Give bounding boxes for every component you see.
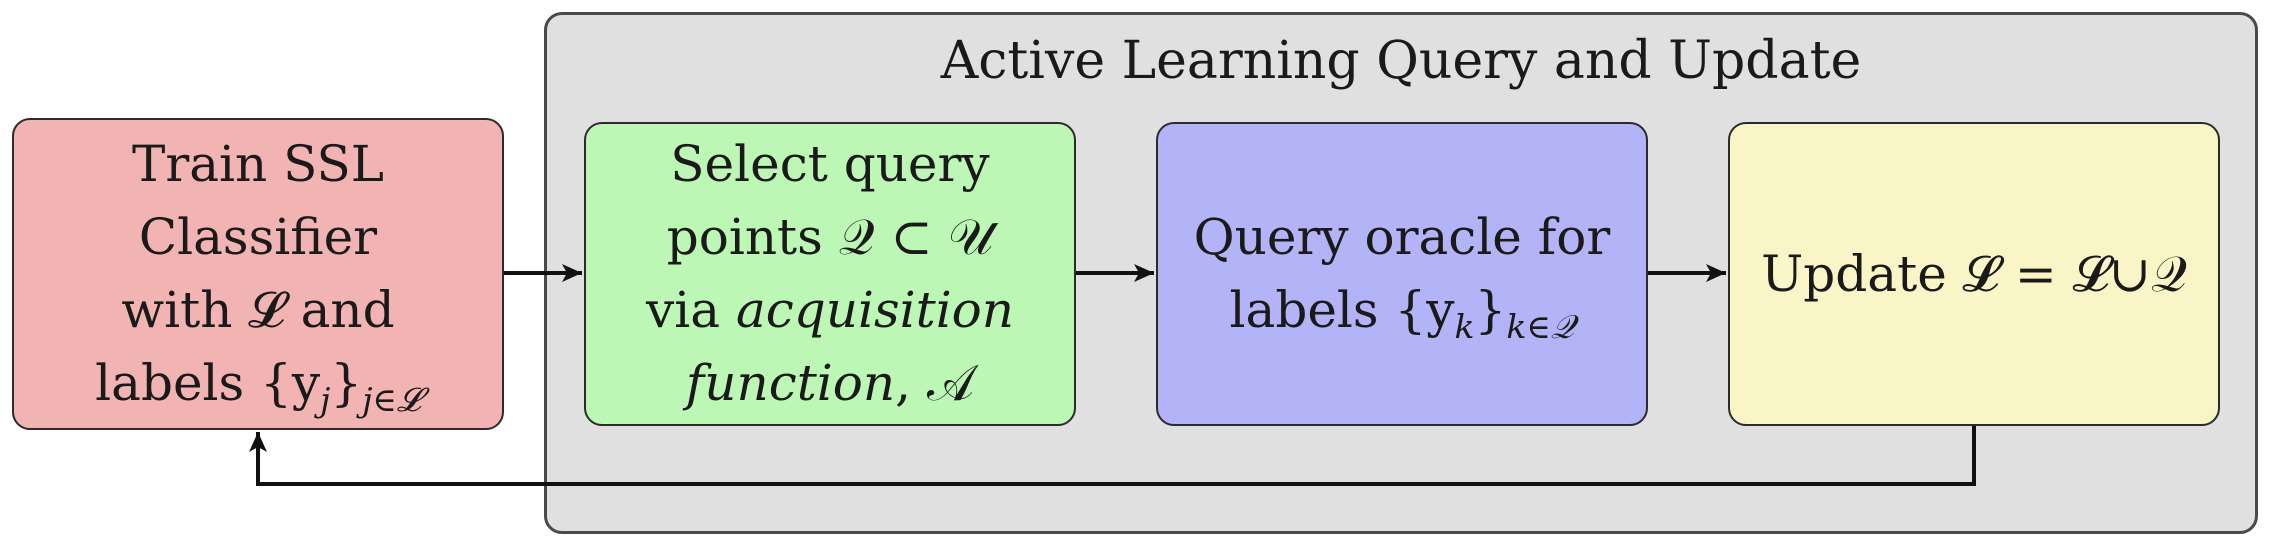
- train-line-4-sub2: j∈𝓛: [362, 380, 421, 419]
- train-line-4-mid: }: [330, 354, 363, 412]
- query-oracle-box: Query oracle for labels {yk}k∈𝒬: [1156, 122, 1648, 426]
- train-line-4-main: labels {y: [95, 354, 321, 412]
- update-line: Update 𝓛 = 𝓛∪𝒬: [1761, 244, 2187, 303]
- select-line-3-italic: acquisition: [735, 281, 1014, 339]
- oracle-line-2-main: labels {y: [1229, 281, 1455, 339]
- select-line-2: points 𝒬 ⊂ 𝒰: [666, 208, 994, 266]
- select-line-3-prefix: via: [645, 281, 736, 339]
- update-box: Update 𝓛 = 𝓛∪𝒬: [1728, 122, 2220, 426]
- select-line-4-italic: function: [685, 354, 896, 412]
- oracle-line-2-mid: }: [1474, 281, 1507, 339]
- train-line-4-sub1: j: [320, 380, 331, 419]
- select-query-box: Select query points 𝒬 ⊂ 𝒰 via acquisitio…: [584, 122, 1076, 426]
- oracle-line-1: Query oracle for: [1193, 208, 1611, 266]
- train-line-1: Train SSL: [132, 135, 384, 193]
- oracle-line-2-sub2: k∈𝒬: [1506, 307, 1575, 346]
- train-ssl-box: Train SSL Classifier with 𝓛 and labels {…: [12, 118, 504, 430]
- select-line-3: via acquisition: [646, 274, 1014, 347]
- panel-title: Active Learning Query and Update: [940, 31, 1862, 91]
- select-line-4-suffix: , 𝒜: [895, 354, 975, 412]
- oracle-line-2: labels {yk}k∈𝒬: [1194, 274, 1611, 347]
- select-line-4: function, 𝒜: [646, 347, 1014, 420]
- select-line-1: Select query: [670, 135, 990, 193]
- train-line-3: with 𝓛 and: [121, 281, 395, 339]
- train-line-4: labels {yj}j∈𝓛: [95, 347, 421, 420]
- oracle-line-2-sub1: k: [1454, 307, 1475, 346]
- train-line-2: Classifier: [138, 208, 378, 266]
